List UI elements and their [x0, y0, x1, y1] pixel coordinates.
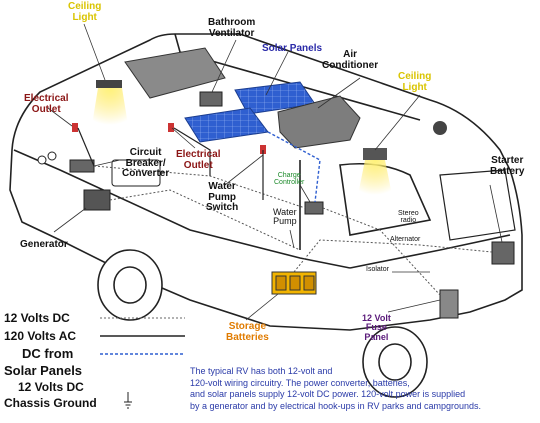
label-circuit-breaker: Circuit Breaker/ Converter: [122, 147, 170, 179]
legend-lines: [100, 317, 185, 355]
rv-body: [9, 33, 523, 331]
outlet-mid: [168, 123, 174, 132]
roof-lamp: [433, 121, 447, 135]
label-electrical-outlet-mid: Electrical Outlet: [176, 149, 221, 171]
fuse-panel-unit: [439, 289, 459, 319]
outlet-left: [72, 123, 78, 132]
roof-unit-left: [124, 47, 226, 99]
ceiling-light-glow-right: [358, 160, 392, 195]
label-alternator: Alternator: [390, 236, 421, 243]
label-bathroom-ventilator: Bathroom Ventilator: [208, 17, 256, 39]
label-charge-controller: Charge Controller: [274, 172, 305, 187]
circuit-breaker-unit: [69, 159, 95, 173]
chassis-ground-symbol: [124, 392, 132, 409]
storage-batteries-unit: [271, 271, 317, 295]
label-ceiling-light-top: Ceiling Light: [68, 1, 102, 23]
label-fuse-panel: 12 Volt Fuse Panel: [362, 313, 391, 342]
air-conditioner-unit: [277, 95, 361, 149]
label-generator: Generator: [20, 239, 68, 250]
outlet-right: [260, 145, 266, 154]
ceiling-light-right: [363, 148, 387, 160]
label-water-pump: Water Pump: [273, 207, 297, 227]
legend-solar-panels: Solar Panels: [4, 363, 83, 378]
label-air-conditioner: Air Conditioner: [322, 49, 379, 71]
starter-battery-unit: [491, 241, 515, 265]
wheels: [97, 249, 428, 398]
legend-chassis-ground: Chassis Ground: [4, 396, 97, 410]
legend-chassis-line1: 12 Volts DC: [18, 380, 84, 394]
bathroom-ventilator-unit: [199, 91, 223, 107]
label-stereo-radio: Stereo radio: [398, 210, 419, 225]
legend-12v-dc: 12 Volts DC: [4, 311, 70, 325]
label-storage-batteries: Storage Batteries: [226, 321, 269, 343]
legend-120v-ac: 120 Volts AC: [4, 329, 77, 343]
label-solar-panels: Solar Panels: [262, 43, 323, 54]
label-starter-battery: Starter Battery: [490, 155, 525, 177]
legend-dc-from: DC from: [22, 346, 74, 361]
ceiling-light-glow-left: [92, 88, 128, 125]
leader-lines: [47, 23, 503, 321]
caption: The typical RV has both 12-volt and 120-…: [190, 366, 482, 411]
generator-unit: [83, 189, 111, 211]
wiring-120v-ac: [77, 127, 264, 200]
label-isolator: Isolator: [366, 266, 389, 273]
label-electrical-outlet-left: Electrical Outlet: [24, 93, 69, 115]
label-ceiling-light-right: Ceiling Light: [398, 71, 432, 93]
label-water-pump-switch: Water Pump Switch: [206, 181, 239, 213]
ceiling-light-left: [96, 80, 122, 88]
wiring-solar-dc: [267, 131, 321, 203]
charge-controller-unit: [304, 201, 324, 215]
side-windows: [37, 151, 161, 187]
